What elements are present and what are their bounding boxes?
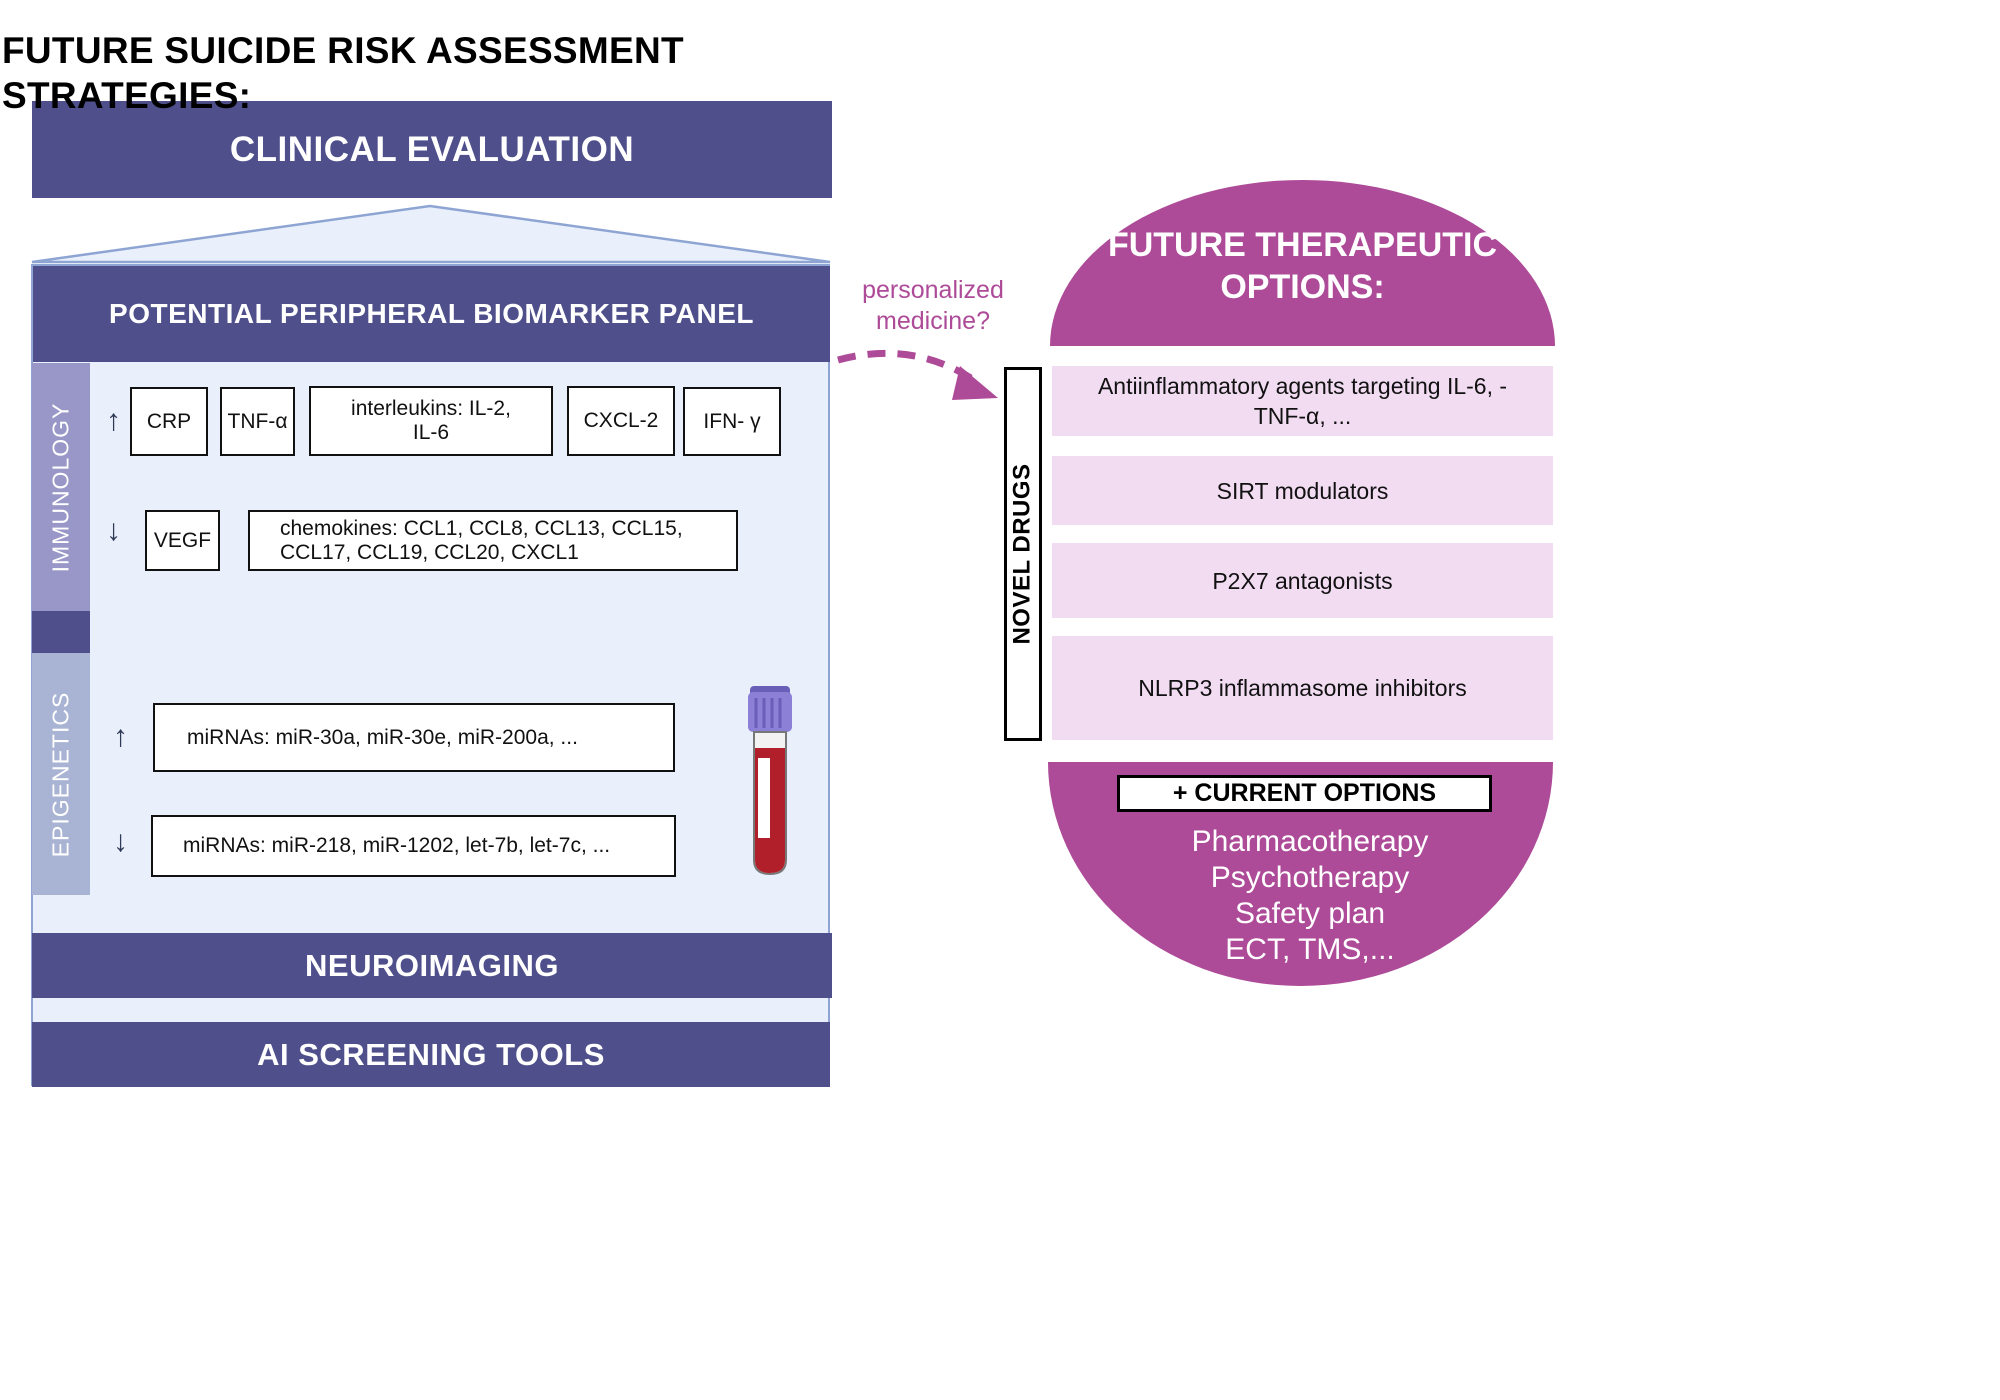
biomarker-tnf-alpha: TNF-α: [220, 387, 295, 456]
therapeutic-options-header: FUTURE THERAPEUTIC OPTIONS:: [1050, 180, 1555, 346]
roof-shape: [31, 204, 831, 264]
biomarker-interleukins: interleukins: IL-2, IL-6: [309, 386, 553, 456]
current-options-list: Pharmacotherapy Psychotherapy Safety pla…: [1060, 824, 1560, 968]
immunology-label: IMMUNOLOGY: [32, 363, 90, 611]
biomarker-chemokines: chemokines: CCL1, CCL8, CCL13, CCL15, CC…: [248, 510, 738, 571]
novel-drugs-label: NOVEL DRUGS: [1004, 367, 1042, 741]
current-option-item: Psychotherapy: [1210, 861, 1410, 894]
dashed-arrow-icon: [837, 349, 998, 400]
option-sirt-modulators: SIRT modulators: [1052, 456, 1553, 525]
biomarker-cxcl2: CXCL-2: [567, 386, 675, 456]
blood-tube-icon: [748, 686, 792, 876]
option-p2x7-antagonists: P2X7 antagonists: [1052, 543, 1553, 618]
ai-screening-band: AI SCREENING TOOLS: [32, 1022, 830, 1087]
mirna-increased: miRNAs: miR-30a, miR-30e, miR-200a, ...: [153, 703, 675, 772]
neuroimaging-band: NEUROIMAGING: [32, 933, 832, 998]
mirna-decreased: miRNAs: miR-218, miR-1202, let-7b, let-7…: [151, 815, 676, 877]
current-options-label: + CURRENT OPTIONS: [1117, 775, 1492, 812]
clinical-evaluation-header: CLINICAL EVALUATION: [32, 101, 832, 198]
decrease-arrow-icon: ↓: [113, 825, 128, 858]
current-option-item: ECT, TMS,...: [1225, 933, 1395, 966]
decrease-arrow-icon: ↓: [106, 514, 121, 547]
epigenetics-label: EPIGENETICS: [32, 653, 90, 895]
increase-arrow-icon: ↑: [106, 404, 121, 437]
increase-arrow-icon: ↑: [113, 720, 128, 753]
current-option-item: Safety plan: [1234, 897, 1386, 930]
option-antiinflammatory: Antiinflammatory agents targeting IL-6, …: [1052, 366, 1553, 436]
biomarker-crp: CRP: [130, 387, 208, 456]
therapeutic-options-title: FUTURE THERAPEUTIC OPTIONS:: [1107, 226, 1498, 306]
page-title: FUTURE SUICIDE RISK ASSESSMENT STRATEGIE…: [2, 30, 684, 116]
biomarker-ifn-gamma: IFN- γ: [683, 387, 781, 456]
section-divider: [32, 611, 90, 653]
biomarker-panel-header: POTENTIAL PERIPHERAL BIOMARKER PANEL: [33, 266, 830, 362]
biomarker-vegf: VEGF: [145, 510, 220, 571]
current-option-item: Pharmacotherapy: [1191, 825, 1429, 858]
option-nlrp3-inhibitors: NLRP3 inflammasome inhibitors: [1052, 636, 1553, 740]
personalized-medicine-label: personalized medicine?: [862, 276, 1004, 335]
